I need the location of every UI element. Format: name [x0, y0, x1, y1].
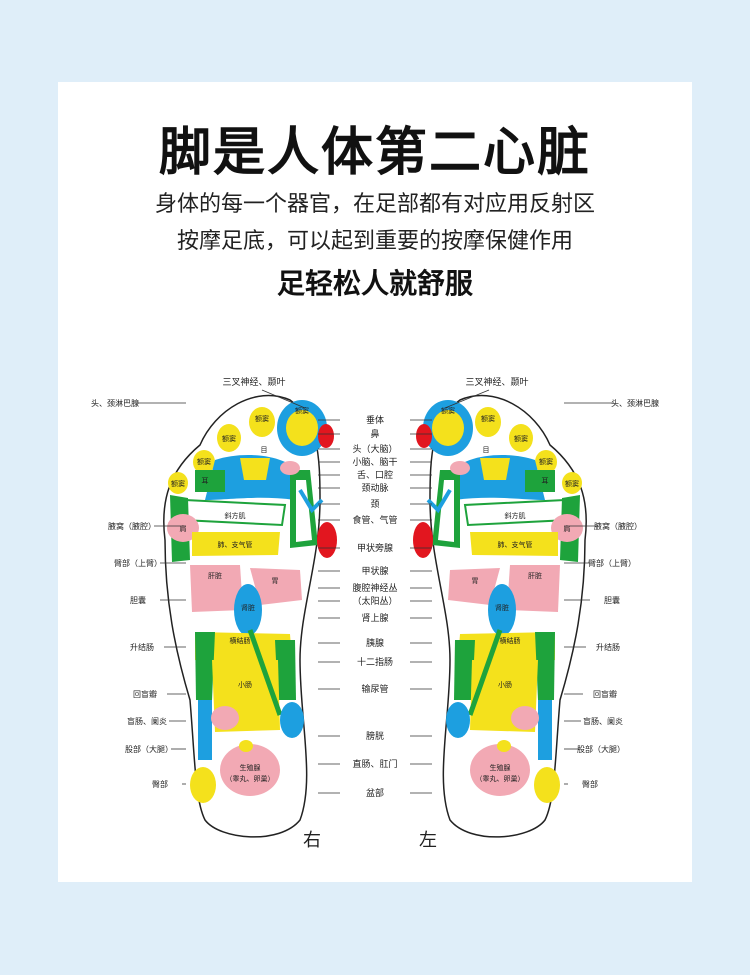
- side-label-right-foot: 升结肠: [130, 642, 154, 652]
- foot-label-lung: 肺、支气管: [498, 540, 533, 549]
- foot-label-lung: 肺、支气管: [218, 540, 253, 549]
- top-leader-right: [261, 389, 306, 409]
- center-label: 垂体: [366, 414, 384, 426]
- center-label: 颈: [370, 499, 379, 510]
- side-label-left-foot: 盲肠、阑炎: [583, 716, 623, 726]
- foot-label-small-intestine: 小肠: [498, 680, 512, 689]
- foot-label-ear: 耳: [542, 477, 549, 485]
- foot-label-sinus: 额窦: [295, 406, 309, 415]
- labels-group: 垂体鼻头（大脑）小脑、脑干舌、口腔颈动脉颈食管、气管甲状旁腺甲状腺腹腔神经丛（太…: [91, 376, 659, 851]
- foot-label-sinus: 额窦: [514, 434, 528, 443]
- left-foot-label: 左: [419, 830, 437, 851]
- center-label: 食管、气管: [352, 514, 397, 526]
- center-label: 甲状旁腺: [357, 542, 393, 554]
- foot-label-ear: 耳: [202, 477, 209, 485]
- side-label-right-foot: 臀部: [152, 779, 168, 789]
- center-label: 舌、口腔: [357, 469, 393, 481]
- center-label: 头（大脑）: [352, 443, 397, 455]
- foot-label-small-intestine: 小肠: [238, 680, 252, 689]
- page-title: 脚是人体第二心脏: [158, 123, 591, 183]
- foot-label-sinus: 额窦: [255, 414, 269, 423]
- tagline: 足轻松人就舒服: [276, 267, 473, 300]
- side-label-left-foot: 升结肠: [596, 642, 620, 652]
- center-label: 鼻: [370, 428, 379, 440]
- foot-label-reproductive: 生殖腺: [490, 763, 511, 772]
- foot-label-reproductive-sub: （睾丸、卵巢）: [226, 774, 275, 783]
- side-label-left-foot: 头、颈淋巴腺: [611, 398, 659, 408]
- center-label: 甲状腺: [361, 565, 388, 577]
- foot-label-shoulder: 肩: [180, 524, 187, 533]
- side-label-left-foot: 胆囊: [604, 595, 620, 605]
- side-label-right-foot: 回盲瓣: [133, 689, 157, 699]
- subtitle-line-2: 按摩足底，可以起到重要的按摩保健作用: [176, 229, 573, 254]
- center-label: 直肠、肛门: [352, 758, 397, 770]
- foot-label-kidney: 肾脏: [495, 603, 509, 612]
- foot-label-stomach: 胃: [472, 577, 479, 585]
- center-label: 十二指肠: [357, 656, 393, 668]
- side-label-left-foot: 股部（大腿）: [577, 744, 625, 754]
- side-label-left-foot: 臂部（上臂）: [588, 558, 636, 568]
- foot-label-liver: 肝脏: [528, 571, 542, 580]
- side-label-right-foot: 臂部（上臂）: [114, 558, 162, 568]
- foot-label-sinus: 额窦: [481, 414, 495, 423]
- foot-label-eye: 目: [261, 446, 268, 454]
- foot-label-transverse-colon: 横结肠: [230, 636, 251, 645]
- foot-label-reproductive-sub: （睾丸、卵巢）: [476, 774, 525, 783]
- center-label: （太阳丛）: [352, 595, 397, 607]
- foot-label-sinus: 额窦: [171, 479, 185, 488]
- side-label-left-foot: 臀部: [582, 779, 598, 789]
- center-label: 颈动脉: [361, 482, 388, 494]
- center-label: 腹腔神经丛: [352, 582, 397, 594]
- center-label: 盆部: [366, 787, 384, 799]
- side-label-left-foot: 回盲瓣: [593, 689, 617, 699]
- top-leader-left: [444, 389, 490, 409]
- right-foot-label: 右: [303, 830, 321, 851]
- foot-label-shoulder: 肩: [564, 524, 571, 533]
- side-label-left-foot: 腋窝（腋腔）: [594, 521, 642, 531]
- center-label: 肾上腺: [361, 612, 388, 624]
- foot-label-liver: 肝脏: [208, 571, 222, 580]
- foot-label-sinus: 额窦: [565, 479, 579, 488]
- center-label: 胰腺: [366, 637, 384, 649]
- foot-label-kidney: 肾脏: [241, 603, 255, 612]
- foot-label-eye: 目: [483, 446, 490, 454]
- foot-label-reproductive: 生殖腺: [240, 763, 261, 772]
- foot-label-trapezius: 斜方肌: [505, 511, 526, 520]
- foot-label-sinus: 额窦: [197, 457, 211, 466]
- side-label-right-foot: 盲肠、阑炎: [127, 716, 167, 726]
- foot-label-stomach: 胃: [272, 577, 279, 585]
- subtitle-line-1: 身体的每一个器官，在足部都有对应用反射区: [154, 192, 595, 217]
- foot-label-trapezius: 斜方肌: [225, 511, 246, 520]
- foot-label-sinus: 额窦: [539, 457, 553, 466]
- side-label-right-foot: 胆囊: [130, 595, 146, 605]
- top-label-right: 三叉神经、颞叶: [222, 376, 285, 388]
- foot-label-sinus: 额窦: [222, 434, 236, 443]
- foot-label-sinus: 额窦: [441, 406, 455, 415]
- foot-label-transverse-colon: 横结肠: [500, 636, 521, 645]
- side-label-right-foot: 股部（大腿）: [125, 744, 173, 754]
- content-card: [58, 82, 692, 882]
- top-label-left: 三叉神经、颞叶: [465, 376, 528, 388]
- side-label-right-foot: 头、颈淋巴腺: [91, 398, 139, 408]
- center-label: 小脑、脑干: [352, 456, 397, 468]
- side-label-right-foot: 腋窝（腋腔）: [108, 521, 156, 531]
- center-label: 膀胱: [366, 730, 384, 742]
- center-label: 输尿管: [361, 683, 388, 695]
